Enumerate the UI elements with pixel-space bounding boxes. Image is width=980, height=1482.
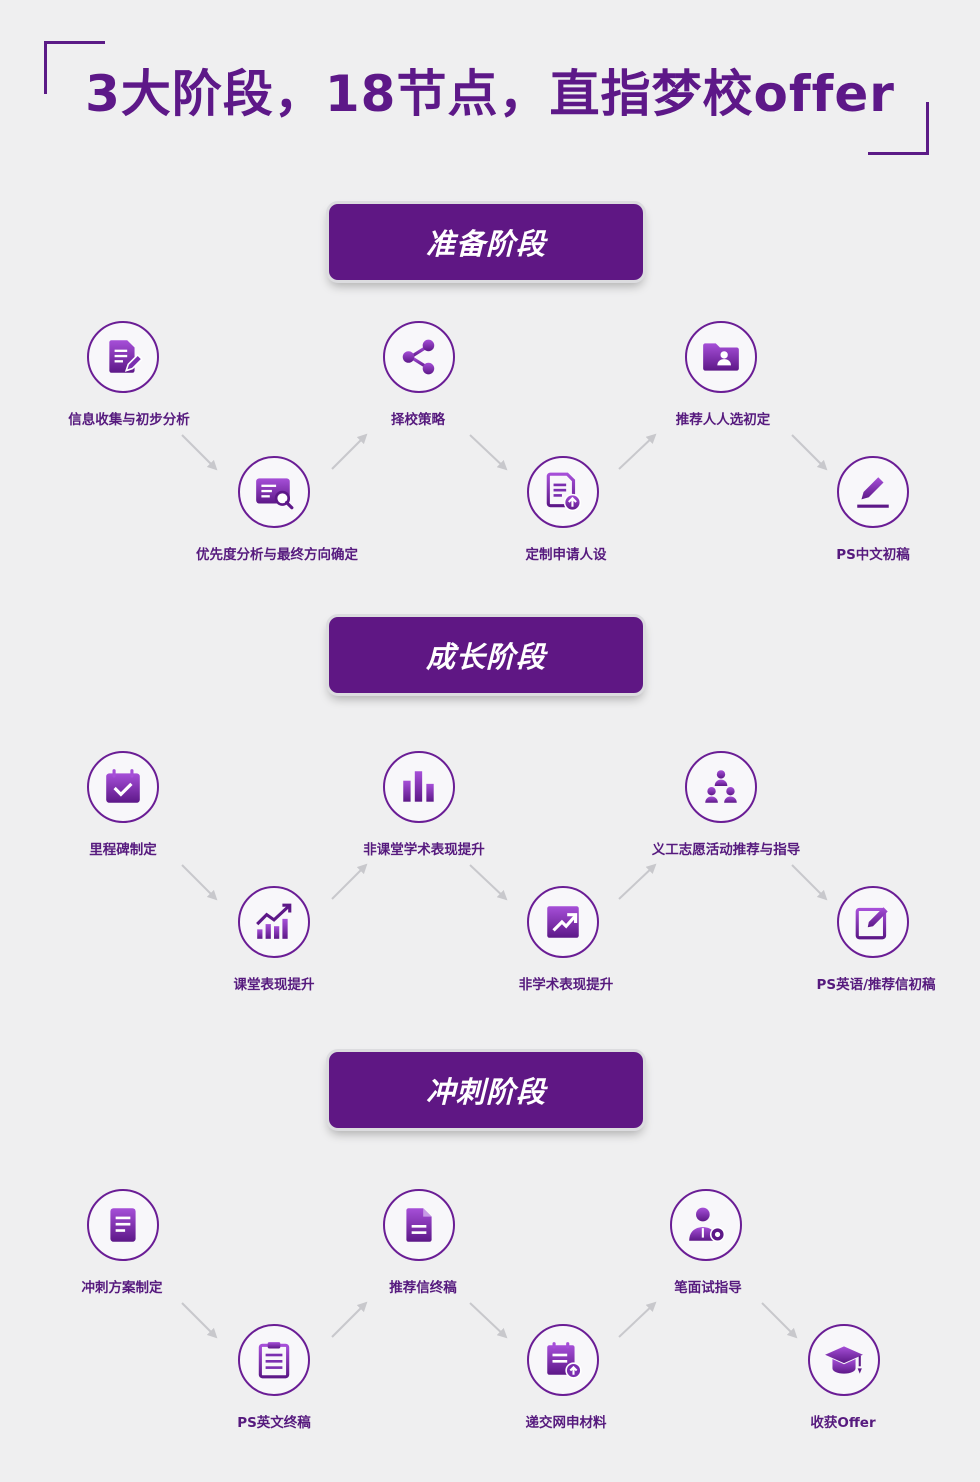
node-label: 义工志愿活动推荐与指导 <box>651 842 801 858</box>
arrow-down <box>761 1302 798 1339</box>
arrow-down <box>181 1302 218 1339</box>
arrow-down <box>791 434 828 471</box>
node-label: 推荐信终稿 <box>389 1280 457 1296</box>
edit-box-icon <box>855 907 888 940</box>
pen-icon <box>857 477 889 508</box>
node-recommendation-final <box>383 1189 455 1261</box>
node-label: 优先度分析与最终方向确定 <box>196 547 358 563</box>
bar-chart-icon <box>403 771 434 802</box>
stage-banner-preparation: 准备阶段 <box>329 204 643 280</box>
graduation-cap-icon <box>825 1346 863 1374</box>
arrow-down <box>181 434 218 471</box>
node-label: 课堂表现提升 <box>233 977 315 993</box>
clipboard-icon <box>258 1342 290 1379</box>
stage-banner-sprint: 冲刺阶段 <box>329 1052 643 1128</box>
node-recommender-selection <box>685 321 757 393</box>
folder-user-icon <box>703 343 739 371</box>
node-ps-english-final <box>238 1324 310 1396</box>
node-label: PS英语/推荐信初稿 <box>816 977 936 993</box>
document-edit-icon <box>109 340 144 373</box>
title-bracket-top-left <box>44 41 105 94</box>
team-icon <box>705 770 737 803</box>
node-label: 收获Offer <box>810 1415 876 1431</box>
arrow-up <box>618 863 657 900</box>
node-ps-chinese-draft <box>837 456 909 528</box>
file-icon <box>406 1208 432 1242</box>
arrow-down <box>469 864 508 901</box>
node-info-collection <box>87 321 159 393</box>
node-label: 非学术表现提升 <box>518 977 614 993</box>
node-receive-offer <box>808 1324 880 1396</box>
arrow-up <box>331 1301 368 1338</box>
node-sprint-plan <box>87 1189 159 1261</box>
node-milestones <box>87 751 159 823</box>
list-doc-icon <box>110 1208 136 1242</box>
title-bracket-bottom-right <box>868 102 929 155</box>
node-label: 定制申请人设 <box>525 547 607 563</box>
arrow-down <box>181 864 218 901</box>
stage-title: 成长阶段 <box>425 640 546 674</box>
trend-box-icon <box>547 906 579 938</box>
node-label: PS中文初稿 <box>836 547 910 563</box>
node-interview-coaching <box>670 1189 742 1261</box>
node-extracurricular-academic <box>383 751 455 823</box>
arrow-down <box>469 1302 508 1339</box>
node-label: 递交网申材料 <box>525 1415 607 1431</box>
share-icon <box>402 339 435 375</box>
node-classroom-performance <box>238 886 310 958</box>
node-volunteer <box>685 751 757 823</box>
stage-banner-growth: 成长阶段 <box>329 617 643 693</box>
calendar-upload-icon <box>547 1342 582 1379</box>
arrow-down <box>791 864 828 901</box>
growth-chart-icon <box>256 903 292 939</box>
arrow-down <box>469 434 508 471</box>
arrow-up <box>618 433 657 470</box>
arrow-up <box>331 863 368 900</box>
node-label: 冲刺方案制定 <box>81 1280 163 1296</box>
page-title: 3大阶段，18节点，直指梦校offer <box>85 65 895 123</box>
node-submit-application <box>527 1324 599 1396</box>
search-card-icon <box>256 478 294 510</box>
node-non-academic <box>527 886 599 958</box>
node-label: 推荐人人选初定 <box>675 412 771 428</box>
node-label: 择校策略 <box>391 412 445 428</box>
node-label: PS英文终稿 <box>237 1415 311 1431</box>
node-priority-analysis <box>238 456 310 528</box>
arrow-up <box>331 433 368 470</box>
node-school-strategy <box>383 321 455 393</box>
stage-title: 冲刺阶段 <box>425 1075 546 1109</box>
node-ps-english-draft <box>837 886 909 958</box>
calendar-check-icon <box>106 769 140 803</box>
node-label: 信息收集与初步分析 <box>68 412 190 428</box>
node-applicant-profile <box>527 456 599 528</box>
arrow-up <box>618 1301 657 1338</box>
user-gear-icon <box>689 1207 726 1243</box>
node-label: 非课堂学术表现提升 <box>363 842 485 858</box>
node-label: 里程碑制定 <box>89 842 157 858</box>
document-upload-icon <box>546 472 582 512</box>
stage-title: 准备阶段 <box>425 227 546 261</box>
node-label: 笔面试指导 <box>674 1280 742 1296</box>
